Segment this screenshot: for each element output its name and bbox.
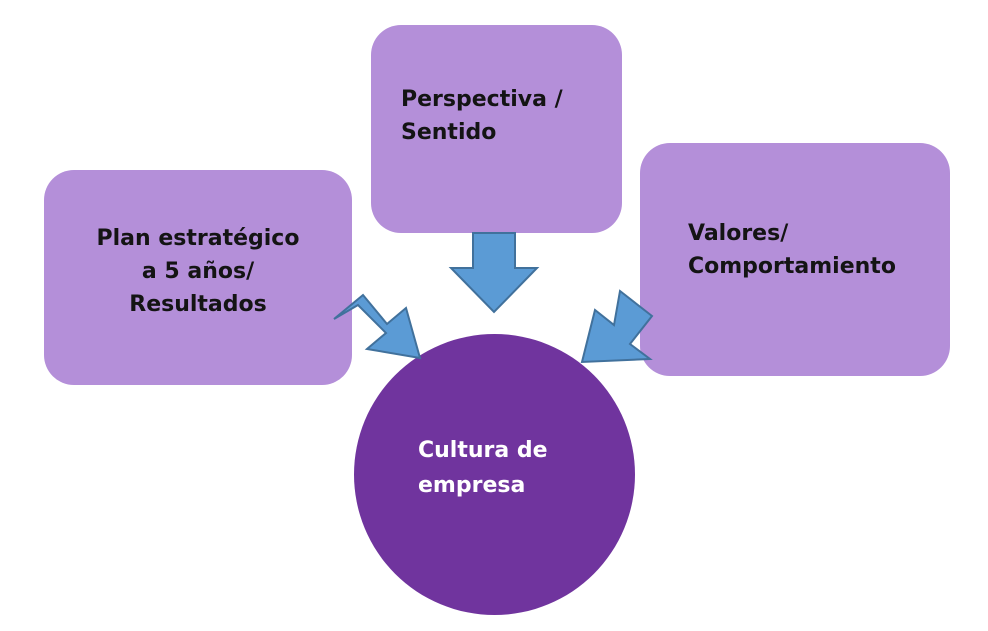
node-cultura-de-empresa: Cultura de empresa	[354, 334, 635, 615]
node-perspectiva: Perspectiva / Sentido	[371, 25, 622, 233]
node-plan-estrategico-line-1: Plan estratégico	[96, 226, 300, 251]
node-plan-estrategico: Plan estratégico a 5 años/ Resultados	[44, 170, 352, 385]
node-cultura-line-1: Cultura de	[418, 438, 548, 464]
node-valores-line-2: Comportamiento	[688, 253, 896, 279]
node-perspectiva-line-1: Perspectiva /	[401, 87, 563, 112]
node-plan-estrategico-line-3: Resultados	[129, 292, 267, 317]
node-cultura-line-2: empresa	[418, 472, 526, 498]
node-perspectiva-line-2: Sentido	[401, 120, 497, 145]
node-valores-line-1: Valores/	[688, 220, 789, 246]
node-plan-estrategico-line-2: a 5 años/	[141, 259, 255, 284]
arrow-down-icon	[448, 232, 540, 314]
node-valores: Valores/ Comportamiento	[640, 143, 950, 376]
